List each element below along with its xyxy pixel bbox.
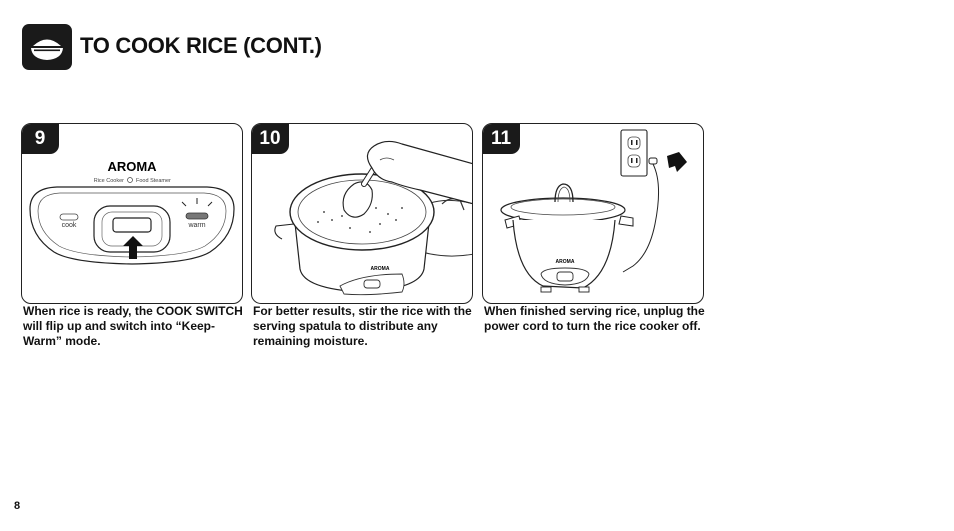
subtitle-rice-cooker: Rice Cooker (94, 178, 124, 184)
step-11-caption: When finished serving rice, unplug the p… (484, 304, 705, 333)
control-panel-illustration: AROMA Rice Cooker Food Steamer cook warm (29, 159, 235, 265)
brand-logo: AROMA (107, 159, 157, 174)
arrow-up-icon (123, 236, 143, 259)
step-10-caption: For better results, stir the rice with t… (253, 304, 472, 348)
cook-label: cook (62, 222, 77, 229)
subtitle-food-steamer: Food Steamer (136, 178, 171, 184)
unplug-cooker-illustration: AROMA (500, 129, 687, 293)
arrow-right-icon (667, 152, 687, 172)
step-11-panel: AROMA 11 (482, 123, 704, 304)
page-number: 8 (14, 500, 21, 512)
step-number-badge: 9 (22, 124, 59, 154)
step-number-badge: 11 (483, 124, 520, 154)
rice-bowl-icon (22, 24, 72, 70)
step-10-panel: AROMA 10 (251, 123, 473, 304)
step-number-badge: 10 (252, 124, 289, 154)
page-title: TO COOK RICE (CONT.) (80, 33, 322, 58)
warm-label: warm (187, 222, 205, 229)
step-9-panel: AROMA Rice Cooker Food Steamer cook warm… (21, 123, 243, 304)
stirring-rice-illustration: AROMA (274, 140, 472, 296)
step-9-caption: When rice is ready, the COOK SWITCH will… (23, 304, 243, 348)
brand-logo: AROMA (371, 266, 390, 272)
wall-outlet-icon (620, 129, 648, 177)
brand-logo: AROMA (556, 259, 575, 265)
